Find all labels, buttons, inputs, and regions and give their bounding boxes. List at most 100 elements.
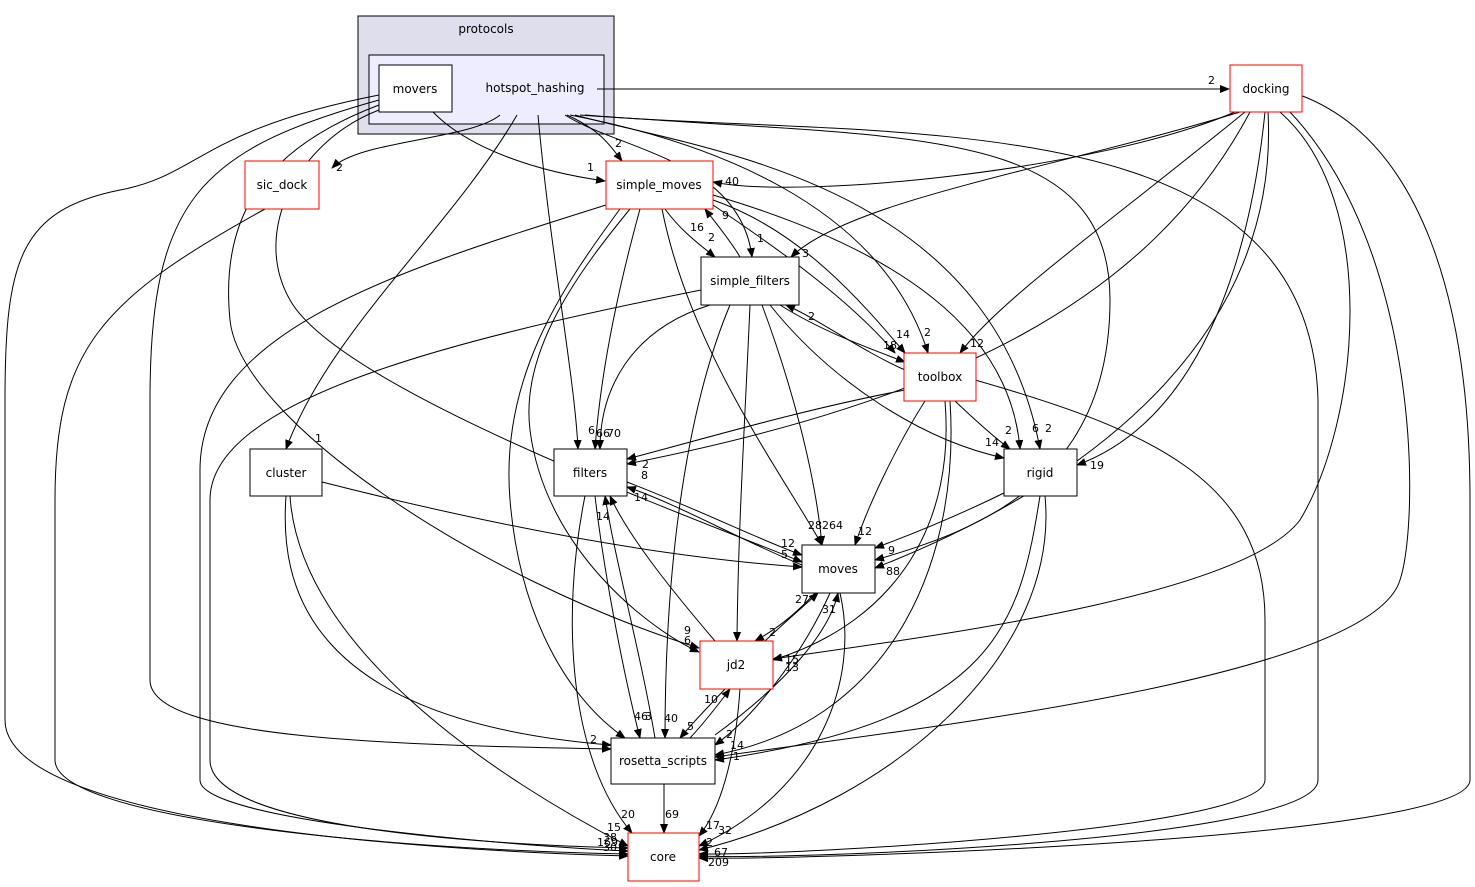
node-core[interactable]: core — [627, 832, 700, 882]
edge-label: 67 — [714, 846, 728, 859]
edge-rs-moves — [714, 592, 841, 736]
edge-docking-moves — [874, 111, 1270, 569]
edge-rs-jd2 — [689, 688, 731, 739]
edge-jd2-rs — [679, 688, 726, 739]
edge-toolbox-moves — [854, 400, 926, 546]
edge-label: 2 — [808, 310, 815, 323]
edge-moves-core — [698, 592, 846, 847]
edge-label: 9 — [722, 209, 729, 222]
edge-label: 5 — [781, 548, 788, 561]
edge-sf-moves — [761, 304, 826, 546]
node-cluster[interactable]: cluster — [249, 448, 323, 497]
edge-movers-simple-moves — [432, 111, 606, 184]
edge-label: 2 — [706, 836, 713, 849]
edge-movers-rs — [149, 99, 612, 753]
edge-label: 6 — [588, 424, 595, 437]
edge-label: 1 — [315, 432, 322, 445]
node-simple-filters-label: simple_filters — [710, 274, 790, 288]
edge-filters-moves — [626, 481, 803, 556]
edge-docking-jd2 — [772, 111, 1351, 662]
edge-movers-moves — [275, 109, 803, 563]
edge-label: 88 — [886, 565, 900, 578]
edge-sf-core — [209, 289, 702, 852]
edge-label: 38 — [603, 831, 617, 844]
node-rosetta-scripts[interactable]: rosetta_scripts — [610, 737, 716, 785]
edge-sm-filters — [591, 208, 641, 450]
edge-label: 2 — [726, 728, 733, 741]
edge-label: 3 — [645, 710, 652, 723]
edge-label: 169 — [597, 836, 618, 849]
edge-rs-filters — [602, 495, 656, 739]
edge-label: 1 — [587, 161, 594, 174]
edge-sm-sf-a — [664, 208, 716, 258]
edge-sic-dock-core — [54, 208, 629, 858]
edge-filters-core — [571, 495, 633, 834]
node-simple-filters[interactable]: simple_filters — [700, 256, 800, 306]
node-toolbox-label: toolbox — [918, 370, 962, 384]
node-filters[interactable]: filters — [553, 448, 628, 497]
edge-sm-moves — [661, 208, 823, 546]
edge-label: 66 — [596, 427, 610, 440]
edge-rigid-rs — [714, 495, 1041, 763]
node-moves-label: moves — [818, 562, 858, 576]
edge-hh-filters — [537, 114, 582, 450]
edge-label: 2 — [336, 161, 343, 174]
edge-label: 2 — [708, 231, 715, 244]
cluster-hotspot-hashing-label: hotspot_hashing — [486, 81, 585, 95]
node-simple-moves-label: simple_moves — [616, 178, 701, 192]
edge-label: 14 — [985, 436, 999, 449]
edge-jd2-filters — [609, 495, 716, 642]
node-sic-dock-label: sic_dock — [257, 178, 308, 192]
edge-rigid-moves — [874, 489, 1011, 549]
edge-sm-rigid — [712, 194, 1024, 450]
edge-label: 32 — [718, 824, 732, 837]
edge-toolbox-jd2 — [772, 400, 947, 662]
edge-label: 2 — [924, 326, 931, 339]
edge-sm-jd2 — [528, 208, 700, 653]
edge-label: 14 — [896, 328, 910, 341]
edge-docking-core — [698, 94, 1471, 863]
edge-label: 14 — [634, 491, 648, 504]
node-movers[interactable]: movers — [378, 64, 453, 113]
edge-filters-rs — [594, 495, 642, 739]
edge-docking-filters — [626, 111, 1251, 467]
edge-moves-rs — [714, 592, 831, 746]
node-docking[interactable]: docking — [1229, 64, 1303, 113]
edge-label: 2 — [590, 733, 597, 746]
node-filters-label: filters — [573, 466, 607, 480]
edge-label: 14 — [730, 739, 744, 752]
edge-label: 40 — [725, 175, 739, 188]
edge-label: 46 — [634, 710, 648, 723]
node-moves[interactable]: moves — [801, 544, 876, 594]
edge-label: 1 — [757, 232, 764, 245]
edge-label: 70 — [607, 427, 621, 440]
cluster-protocols-label: protocols — [458, 22, 513, 36]
node-jd2[interactable]: jd2 — [699, 640, 774, 690]
edge-cluster-core — [289, 495, 629, 847]
edge-label: 6 — [684, 634, 691, 647]
edge-label: 17 — [706, 819, 720, 832]
node-rigid[interactable]: rigid — [1003, 448, 1078, 497]
edge-label: 28 — [808, 519, 822, 532]
edge-label: 16 — [690, 221, 704, 234]
edge-label: 2 — [769, 626, 776, 639]
edge-toolbox-rs — [714, 400, 952, 758]
edge-cluster-moves — [321, 481, 803, 571]
node-simple-moves[interactable]: simple_moves — [605, 160, 714, 210]
edge-label: 31 — [822, 603, 836, 616]
node-core-label: core — [650, 850, 676, 864]
edge-sf-jd2 — [733, 304, 751, 642]
edge-label: 12 — [781, 537, 795, 550]
edge-label: 18 — [883, 339, 897, 352]
edge-rigid-core — [698, 495, 1047, 852]
node-sic-dock[interactable]: sic_dock — [244, 160, 320, 210]
edge-sm-toolbox-a — [712, 199, 906, 354]
edge-label: 264 — [822, 519, 843, 532]
edge-label: 1 — [733, 750, 740, 763]
edge-hh-cluster — [285, 114, 518, 450]
edge-label: 3 — [802, 247, 809, 260]
edge-label: 15 — [607, 821, 621, 834]
edge-sf-toolbox — [779, 304, 906, 363]
node-toolbox[interactable]: toolbox — [903, 352, 977, 402]
edge-label: 69 — [665, 808, 679, 821]
